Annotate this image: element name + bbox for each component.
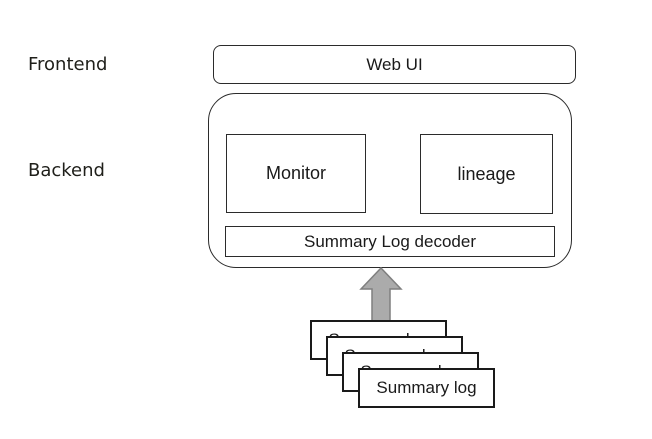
- lineage-label: lineage: [457, 163, 516, 184]
- backend-row-label: Backend: [28, 160, 105, 181]
- up-arrow-shape: [359, 267, 403, 329]
- summary-log-sheet-front: Summary log: [358, 368, 495, 408]
- web-ui-box: Web UI: [213, 45, 576, 84]
- summary-log-decoder-box: Summary Log decoder: [225, 226, 555, 257]
- monitor-box: Monitor: [226, 134, 366, 213]
- summary-log-label: Summary log: [376, 378, 477, 397]
- lineage-box: lineage: [420, 134, 553, 214]
- web-ui-label: Web UI: [366, 54, 423, 74]
- frontend-row-label: Frontend: [28, 54, 108, 75]
- summary-log-decoder-label: Summary Log decoder: [304, 231, 476, 251]
- monitor-label: Monitor: [265, 163, 327, 183]
